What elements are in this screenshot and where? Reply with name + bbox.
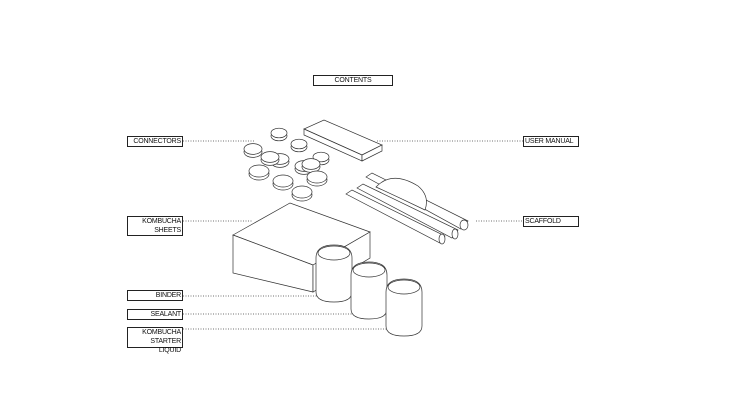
connector-ring [243, 143, 263, 158]
connectors-drawing [243, 127, 330, 202]
label-kombucha-sheets-line2: SHEETS [154, 227, 181, 234]
label-binder: BINDER [127, 290, 183, 301]
label-kombucha-sheets-line1: KOMBUCHA [142, 218, 181, 225]
label-kombucha-sheets: KOMBUCHA SHEETS [127, 216, 183, 236]
connector-ring [260, 151, 280, 166]
label-starter-line1: KOMBUCHA [142, 329, 181, 336]
label-kombucha-starter-liquid: KOMBUCHA STARTER LIQUID [127, 327, 183, 354]
connector-ring [272, 174, 294, 191]
label-connectors: CONNECTORS [127, 136, 183, 147]
leader-lines [183, 140, 523, 330]
connector-ring [248, 164, 270, 181]
jars-drawing [315, 244, 423, 337]
user-manual-drawing [303, 119, 383, 162]
label-scaffold: SCAFFOLD [523, 216, 579, 227]
connector-ring [306, 170, 328, 187]
label-starter-line2: STARTER LIQUID [150, 338, 181, 354]
connector-ring [291, 185, 313, 202]
connector-ring [270, 127, 288, 142]
connector-ring [301, 158, 321, 173]
connector-ring [290, 138, 308, 153]
contents-title: CONTENTS [313, 75, 393, 86]
label-user-manual: USER MANUAL [523, 136, 579, 147]
scaffold-drawing [345, 172, 469, 245]
label-sealant: SEALANT [127, 309, 183, 320]
